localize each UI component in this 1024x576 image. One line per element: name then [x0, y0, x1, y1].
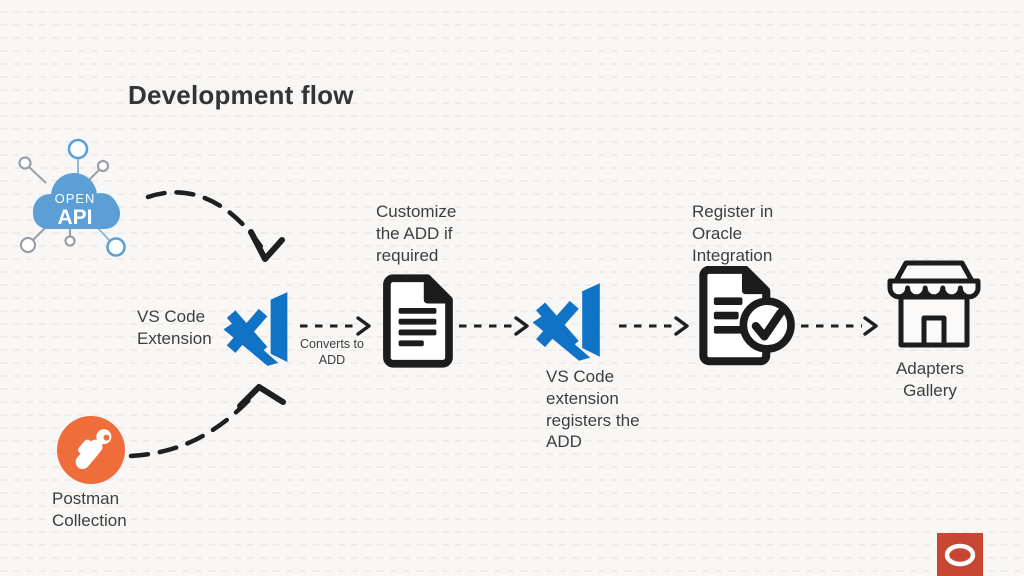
slide-title: Development flow	[128, 80, 354, 110]
customize-add-label: Customize the ADD if required	[376, 202, 457, 265]
arrow-document-to-vscode2	[459, 316, 529, 336]
arrow-postman-to-vscode	[128, 384, 286, 459]
openapi-cloud-icon: OPEN API	[18, 138, 126, 257]
arrow-openapi-to-vscode	[145, 190, 285, 262]
oracle-logo-badge	[937, 533, 983, 576]
oracle-o-icon	[944, 543, 976, 566]
storefront-icon	[887, 260, 981, 348]
adapters-gallery-label: Adapters Gallery	[895, 359, 965, 400]
converts-to-add-label: Converts to ADD	[300, 337, 364, 368]
openapi-text-open: OPEN	[55, 191, 96, 206]
document-icon	[383, 274, 453, 368]
register-oracle-label: Register in Oracle Integration	[692, 202, 774, 265]
postman-collection-label: Postman Collection	[52, 489, 127, 530]
vscode-register-label: VS Code extension registers the ADD	[546, 367, 640, 452]
vscode-extension-label: VS Code Extension	[137, 307, 212, 348]
document-check-icon	[699, 266, 795, 366]
openapi-text-api: API	[57, 206, 92, 229]
postman-icon	[57, 416, 125, 484]
arrow-vscode-to-document	[300, 316, 371, 336]
vscode-icon	[532, 283, 600, 361]
arrow-register-to-gallery	[801, 316, 878, 336]
arrow-vscode2-to-register	[619, 316, 689, 336]
vscode-icon	[223, 292, 288, 366]
